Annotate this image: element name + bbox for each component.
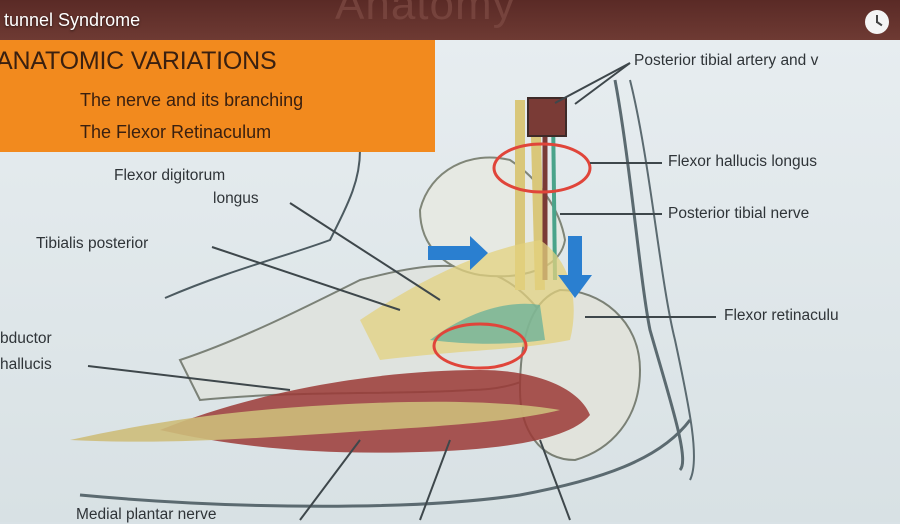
label-tibialis-posterior: Tibialis posterior <box>36 235 149 252</box>
label-abductor-1: bductor <box>0 330 52 347</box>
watermark-word: Anatomy <box>335 0 516 29</box>
leg-outline-2 <box>629 79 695 481</box>
leg-outline <box>613 79 685 472</box>
sole-outline <box>79 419 692 508</box>
slide-title-box: ANATOMIC VARIATIONS The nerve and its br… <box>0 40 435 152</box>
leader-ah <box>87 365 291 391</box>
label-flexor-hallucis-longus: Flexor hallucis longus <box>668 153 818 170</box>
label-medial-plantar-nerve: Medial plantar nerve <box>76 506 217 523</box>
video-title-bar: Anatomy tunnel Syndrome <box>0 0 900 40</box>
video-title[interactable]: tunnel Syndrome <box>4 10 141 30</box>
label-flexor-digitorum-1: Flexor digitorum <box>114 167 226 184</box>
circle-tunnel-entry <box>492 142 592 194</box>
slide-heading: ANATOMIC VARIATIONS <box>0 47 277 75</box>
label-posterior-tibial-artery: Posterior tibial artery and v <box>634 52 819 69</box>
label-posterior-tibial-nerve: Posterior tibial nerve <box>668 205 810 222</box>
circle-branch-point <box>432 322 528 370</box>
vessel-stump <box>527 97 567 137</box>
leader-mpn <box>299 439 361 521</box>
leader-calc <box>539 439 571 521</box>
slide: ANATOMIC VARIATIONS The nerve and its br… <box>0 40 900 523</box>
leader-fdl <box>289 202 441 301</box>
slide-subpoint-2: The Flexor Retinaculum <box>80 122 272 142</box>
label-flexor-retinaculum: Flexor retinaculu <box>724 307 839 324</box>
ankle-anatomy-illustration <box>70 62 716 521</box>
clock-icon[interactable] <box>865 10 889 34</box>
slide-subpoint-1: The nerve and its branching <box>80 90 304 110</box>
leader-tp <box>211 246 401 311</box>
arrow-right-icon <box>428 236 488 270</box>
label-flexor-digitorum-2: longus <box>213 190 259 207</box>
label-abductor-2: hallucis <box>0 356 52 373</box>
leader-artery-1 <box>574 62 631 105</box>
leader-lpn <box>419 439 451 521</box>
nerve-strand <box>551 109 557 281</box>
arrow-down-icon <box>558 236 592 298</box>
skin-outline <box>164 149 361 299</box>
leader-artery-2 <box>554 62 631 104</box>
plantar-tendon <box>70 401 560 442</box>
